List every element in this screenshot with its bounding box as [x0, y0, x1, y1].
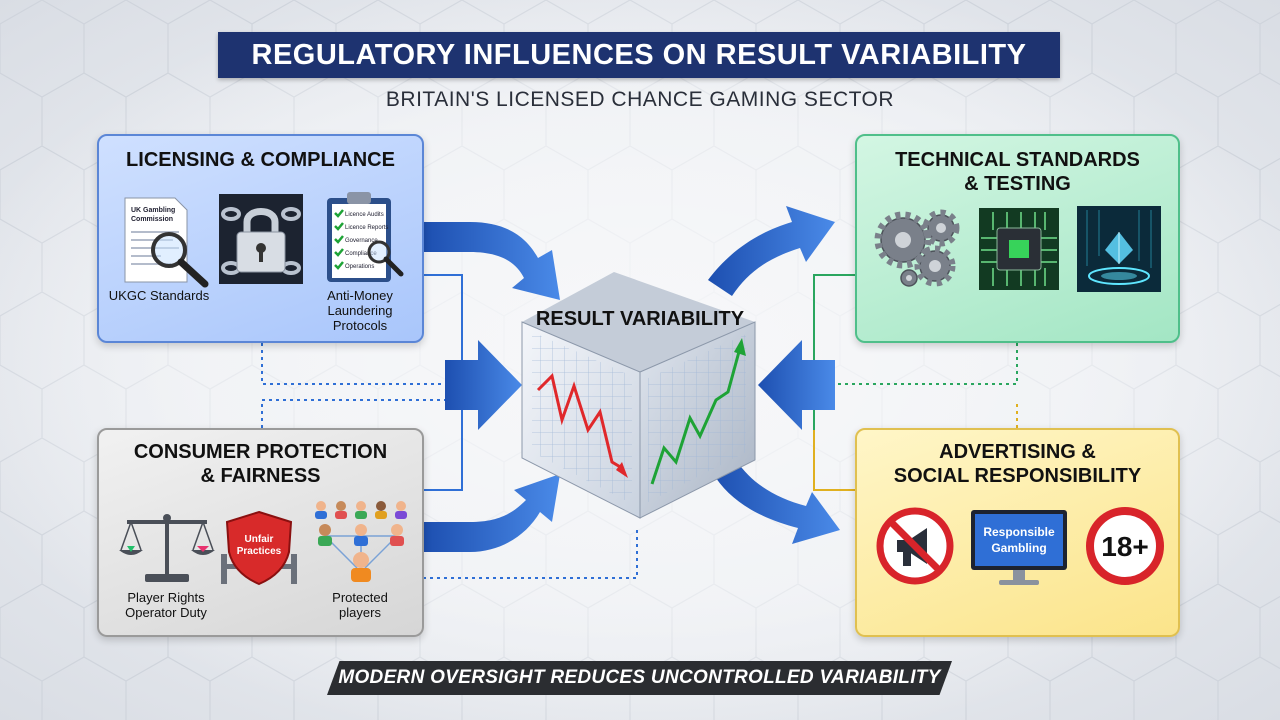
checklist-item-5: Operations: [345, 264, 374, 270]
gears-icon: [874, 209, 960, 287]
checklist-item-1: Licence Audits: [345, 212, 384, 218]
microchip-icon: [979, 208, 1059, 290]
result-variability-cube: [521, 272, 756, 519]
checklist-item-4: Compliance: [345, 251, 377, 257]
panel-title-consumer: CONSUMER PROTECTION & FAIRNESS: [133, 441, 388, 487]
panel-title-licensing: LICENSING & COMPLIANCE: [126, 149, 395, 171]
center-label: RESULT VARIABILITY: [535, 308, 745, 330]
shield-unfair-practices-icon: Unfair Practices: [221, 510, 297, 586]
shield-text-line-2: Practices: [237, 546, 282, 557]
shield-text-line-1: Unfair: [245, 534, 274, 545]
checklist-item-2: Licence Reports: [345, 225, 388, 231]
caption-player-rights: Player Rights Operator Duty: [125, 590, 207, 620]
document-magnifier-icon: UK Gambling Commission: [124, 197, 209, 288]
screen-text-line-1: Responsible: [983, 525, 1055, 539]
doc-text-line-2: Commission: [131, 216, 173, 223]
age-18-plus-icon: 18+: [1086, 507, 1164, 585]
checklist-item-3: Governance: [345, 238, 378, 244]
checklist-clipboard-icon: Licence Audits Licence Reports Governanc…: [327, 192, 404, 282]
page-subtitle: BRITAIN'S LICENSED CHANCE GAMING SECTOR: [385, 88, 895, 111]
flow-arrows: [424, 206, 840, 552]
responsible-gambling-monitor-icon: Responsible Gambling: [971, 510, 1067, 585]
panel-title-advertising: ADVERTISING & SOCIAL RESPONSIBILITY: [893, 441, 1142, 487]
doc-text-line-1: UK Gambling: [131, 207, 175, 214]
footer-banner: MODERN OVERSIGHT REDUCES UNCONTROLLED VA…: [327, 661, 952, 695]
hologram-icon: [1077, 206, 1161, 292]
panel-advertising-responsibility: ADVERTISING & SOCIAL RESPONSIBILITY Resp…: [855, 428, 1180, 637]
caption-ukgc-standards: UKGC Standards: [108, 288, 210, 303]
protected-players-network-icon: [315, 501, 407, 582]
panel-licensing-compliance: LICENSING & COMPLIANCE UK Gambling Commi…: [97, 134, 424, 343]
age-badge-text: 18+: [1101, 531, 1149, 562]
screen-text-line-2: Gambling: [991, 541, 1046, 555]
padlock-chain-icon: [219, 194, 303, 284]
no-advertising-megaphone-icon: [876, 507, 954, 585]
balance-scale-icon: [119, 514, 215, 582]
caption-protected-players: Protected players: [332, 590, 388, 620]
caption-aml-protocols: Anti-Money Laundering Protocols: [327, 288, 393, 333]
panel-consumer-protection: CONSUMER PROTECTION & FAIRNESS Player Ri…: [97, 428, 424, 637]
panel-technical-standards: TECHNICAL STANDARDS & TESTING: [855, 134, 1180, 343]
panel-title-technical: TECHNICAL STANDARDS & TESTING: [895, 149, 1140, 195]
page-title: REGULATORY INFLUENCES ON RESULT VARIABIL…: [218, 32, 1060, 78]
